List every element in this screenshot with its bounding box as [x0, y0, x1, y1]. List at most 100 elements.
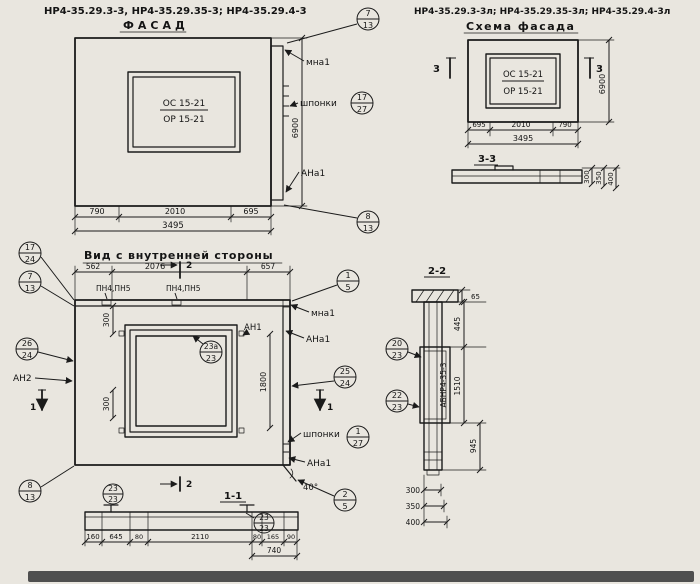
- scheme-dim-seg-1: 695: [472, 121, 485, 129]
- callout-number: 1: [345, 271, 350, 280]
- section-1-1-dimensions: 160 645 80 2110 80 165 90 740: [81, 529, 301, 561]
- callout-sheet: 13: [25, 284, 35, 293]
- callout-sheet: 23: [206, 354, 216, 363]
- callout-number: 17: [25, 243, 35, 252]
- inner-callout-left-2: 7 13: [18, 270, 75, 307]
- section-mark-label: 2: [186, 480, 192, 490]
- inner-section-1-mark-left: 1: [30, 389, 49, 413]
- section-mark-label: 3: [596, 64, 603, 75]
- section-mark-label: 1: [327, 403, 333, 413]
- inner-section-2-mark-bottom: 2: [160, 476, 192, 492]
- scheme-panel-outline: [467, 39, 579, 123]
- section-3-3-label: 3-3: [478, 154, 496, 165]
- inner-corner-detail: 40°: [282, 464, 318, 493]
- callout-number: 2: [342, 490, 347, 499]
- inner-heading: Вид с внутренней стороны: [84, 249, 273, 262]
- scheme-heading: Схема фасада: [466, 20, 575, 33]
- facade-heading: ФАСАД: [123, 19, 189, 32]
- callout-leader: [37, 351, 74, 363]
- callout-number: 1: [355, 427, 360, 436]
- callout-sheet: 13: [363, 21, 373, 30]
- dim-top: 65: [471, 293, 480, 301]
- dim-row2: 740: [267, 546, 282, 555]
- dim-seg-2: 645: [109, 533, 122, 541]
- callout-leader: [40, 465, 75, 488]
- callout-leader: [192, 335, 204, 345]
- section-2-2-label: 2-2: [428, 266, 446, 277]
- facade-dim-seg-3: 695: [243, 207, 258, 216]
- scheme-window-mark-top: ОС 15-21: [503, 70, 543, 80]
- callout-number: 25: [340, 367, 350, 376]
- callout-sheet: 23: [392, 351, 402, 360]
- scheme-bottom-dimensions: 695 2010 790 3495: [464, 120, 582, 149]
- inner-panel-outline: [74, 299, 291, 466]
- dim-right-1: 445: [453, 317, 462, 332]
- inner-label-an1: АН1: [244, 323, 262, 333]
- facade-keys-leader: [289, 100, 299, 108]
- callout-leader: [40, 256, 75, 301]
- facade-label-keys: шпонки: [300, 99, 337, 109]
- embed-beam-left: [103, 504, 119, 513]
- callout-sheet: 23: [259, 524, 269, 533]
- scheme-height-dimension: 6900: [577, 36, 615, 126]
- inner-vertical-dimensions: 300 300 1800: [102, 302, 274, 432]
- callout-sheet: 24: [25, 255, 35, 264]
- section-mark-label: 3: [433, 64, 440, 75]
- inner-dim-v1: 300: [102, 313, 111, 328]
- horizontal-scrollbar[interactable]: [28, 571, 694, 582]
- callout-sheet: 23: [108, 495, 118, 504]
- dim-seg-5: 80: [253, 533, 261, 541]
- inner-label-ana-bottom: АНа1: [307, 459, 331, 469]
- window-anchor: [118, 330, 125, 337]
- dim-seg-6: 165: [267, 533, 279, 541]
- callout-number: 7: [27, 272, 32, 281]
- scheme-window-mark-bottom: ОР 15-21: [503, 87, 542, 97]
- dim-bottom-3: 400: [406, 518, 421, 527]
- scheme-dim-seg-3: 790: [558, 121, 571, 129]
- section-2-2-bottom-dimensions: 300 350 400: [406, 474, 451, 529]
- callout-sheet: 27: [357, 105, 367, 114]
- callout-sheet: 27: [353, 439, 363, 448]
- callout-number: 17: [357, 93, 367, 102]
- scheme-dim-seg-2: 2010: [511, 120, 530, 129]
- inner-callout-right: 25 24: [291, 365, 357, 389]
- window-anchor: [238, 427, 245, 434]
- section-2-2-callout-2: 22 23: [385, 389, 420, 413]
- callout-leader: [407, 351, 422, 359]
- scheme-dim-total: 3495: [513, 134, 533, 143]
- inner-label-an2: АН2: [13, 374, 32, 384]
- callout-leader: [283, 204, 358, 219]
- inner-callout-keys: 1 27: [346, 425, 370, 449]
- callout-sheet: 23: [392, 403, 402, 412]
- embed-beam-right: [239, 504, 255, 513]
- dim-seg-3: 80: [135, 533, 143, 541]
- inner-section-1-mark-right: 1: [313, 389, 333, 413]
- callout-leader: [297, 479, 335, 497]
- section-1-1-callout-left: 23 23: [102, 483, 124, 505]
- callout-number: 23: [259, 513, 269, 522]
- callout-leader: [291, 380, 335, 389]
- callout-sheet: 24: [340, 379, 350, 388]
- scheme-section-mark-left: 3: [433, 57, 456, 79]
- facade-dim-height: 6900: [291, 118, 300, 138]
- inner-dim-top-1: 562: [86, 262, 101, 271]
- inner-top-dimensions: 562 2076 657: [71, 262, 294, 301]
- inner-callout-left-1: 17 24: [18, 241, 75, 301]
- section-1-1: 1-1 23 23 23: [81, 483, 301, 561]
- callout-number: 23а: [204, 342, 218, 351]
- section-2-2-part-label: АБНР4-35-3: [439, 362, 448, 407]
- facade-callout-keys: 17 27: [350, 91, 374, 115]
- inner-callout-window: 23а 23: [192, 335, 223, 364]
- section-3-3-profile: 300 350 400: [451, 164, 621, 192]
- facade-dim-seg-2: 2010: [165, 207, 185, 216]
- callout-number: 7: [365, 9, 370, 18]
- facade-label-ana: АНа1: [301, 169, 325, 179]
- callout-number: 22: [392, 391, 402, 400]
- scheme-dim-height: 6900: [598, 74, 607, 94]
- scheme-view: НР4-35.29.3-3л; НР4-35.29.35-3л; НР4-35.…: [414, 7, 670, 192]
- callout-sheet: 5: [342, 502, 347, 511]
- facade-window: ОС 15-21 ОР 15-21: [127, 71, 241, 153]
- callout-sheet: 13: [25, 493, 35, 502]
- section-1-1-callout-right: 23 23: [245, 512, 275, 534]
